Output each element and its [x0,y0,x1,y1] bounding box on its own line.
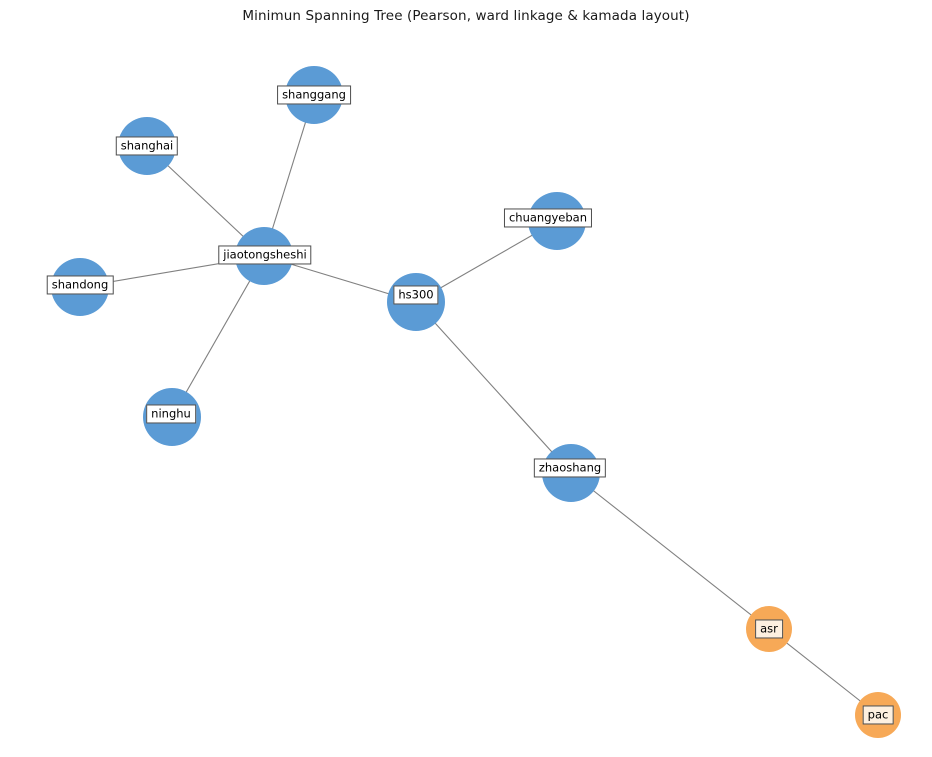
node-label-pac: pac [862,705,894,725]
node-label-chuangyeban: chuangyeban [503,208,593,228]
node-label-asr: asr [755,619,783,639]
node-label-shanghai: shanghai [115,136,179,156]
node-label-zhaoshang: zhaoshang [533,458,607,478]
node-label-jiaotongsheshi: jiaotongsheshi [218,245,312,265]
graph-edge [171,255,265,418]
node-label-ninghu: ninghu [146,404,196,424]
node-label-shanggang: shanggang [277,85,351,105]
graph-edge [415,301,572,474]
graph-edge [570,472,770,630]
node-label-hs300: hs300 [393,285,439,305]
page-title: Minimun Spanning Tree (Pearson, ward lin… [242,8,690,24]
node-label-shandong: shandong [46,275,114,295]
